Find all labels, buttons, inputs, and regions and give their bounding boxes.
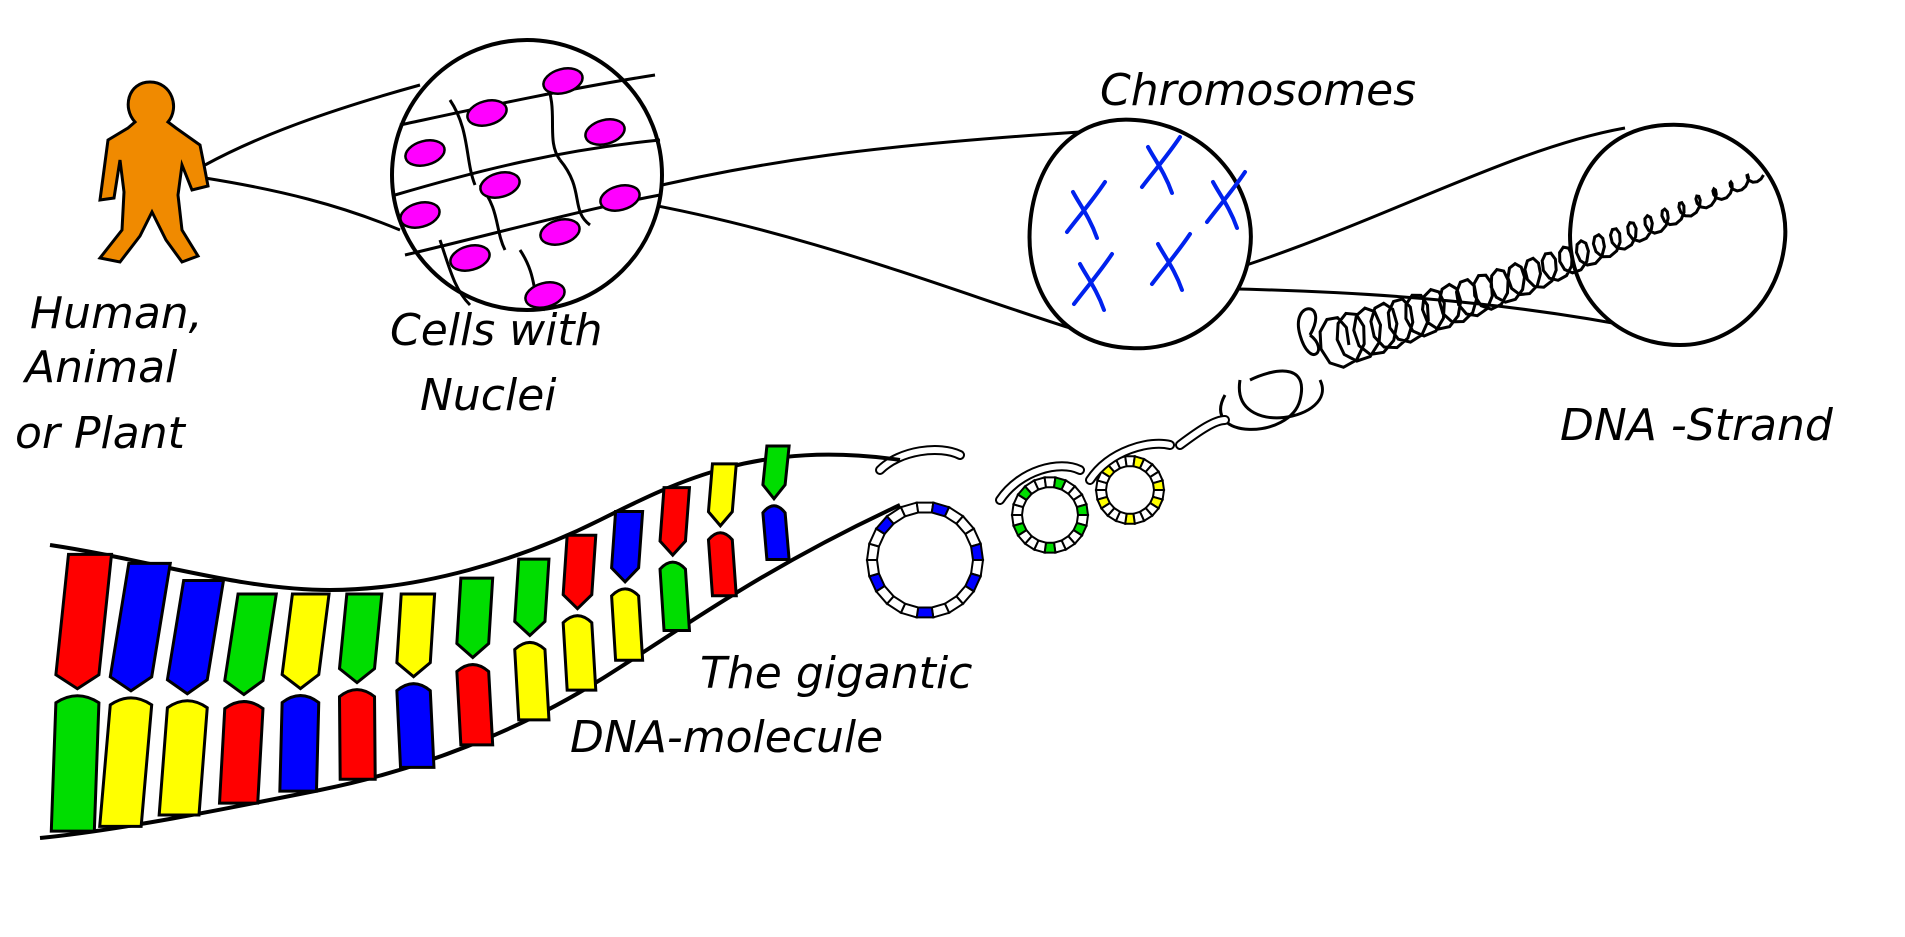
base-top [761, 444, 791, 502]
zoom-line-cell-chromo-top [619, 130, 1081, 197]
ribbon-segment [899, 501, 920, 518]
zoom-line-human-cells-top [204, 83, 421, 167]
dna-strand-magnified-view [1567, 122, 1788, 348]
ribbon-connector-inner [877, 417, 1228, 503]
loop-big [1219, 369, 1304, 431]
nucleus [449, 244, 491, 272]
ribbon-segment [1094, 489, 1109, 501]
base-bottom [98, 696, 154, 828]
chromosome [1065, 180, 1107, 240]
ribbon-segment [969, 542, 985, 561]
label-molecule-line2: DNA-molecule [570, 712, 883, 763]
label-human-line1: Human, [30, 288, 203, 339]
chromosome [1150, 232, 1192, 292]
dna-molecule [39, 444, 901, 840]
ribbon-loops [865, 415, 1230, 619]
zoom-line-human-cells-bottom [204, 176, 401, 232]
labels: Human, Animal or Plant Cells with Nuclei… [15, 65, 1834, 763]
ribbon-segment [930, 602, 951, 619]
base-bottom [706, 531, 738, 598]
base-top [337, 592, 384, 685]
nucleus [584, 118, 626, 146]
label-human-line2: Animal [22, 342, 178, 393]
nucleus [479, 171, 521, 199]
chromosome [1072, 252, 1114, 312]
ribbon-segment [1010, 514, 1025, 527]
nucleus [399, 201, 441, 229]
base-bottom [157, 699, 209, 817]
base-bottom [455, 663, 495, 747]
base-top [513, 557, 551, 638]
base-top [561, 533, 598, 611]
base-top [280, 592, 331, 691]
nuclei [399, 67, 641, 309]
base-top [223, 592, 279, 697]
base-bottom [561, 614, 598, 692]
supercoil-loop-large [1238, 307, 1324, 420]
human-figure [97, 80, 210, 264]
label-human-line3: or Plant [15, 408, 187, 459]
label-dna-strand: DNA -Strand [1560, 400, 1834, 451]
nucleus [539, 218, 581, 246]
ribbon-segment [865, 559, 881, 578]
chromosome [1205, 170, 1247, 230]
base-bottom [513, 640, 551, 722]
label-chromosomes: Chromosomes [1100, 65, 1416, 116]
base-top [395, 592, 437, 679]
base-bottom [278, 694, 321, 793]
zoom-line-cell-chromo-bottom [624, 198, 1071, 330]
base-bottom [610, 587, 645, 662]
chromosome [1140, 135, 1182, 195]
dna-supercoil [1219, 307, 1324, 431]
cells-magnified-view [390, 38, 664, 312]
chromosomes-magnified-view [1027, 117, 1253, 351]
base-top [610, 509, 645, 585]
label-cells-line1: Cells with [390, 305, 603, 356]
human-silhouette [97, 80, 210, 264]
chromosomes-circle [1027, 117, 1253, 351]
base-bottom [217, 700, 265, 805]
chromosomes [1065, 135, 1247, 312]
base-top [706, 462, 738, 529]
base-top [658, 486, 692, 558]
base-bottom [49, 694, 101, 833]
dna-strand-circle [1567, 122, 1788, 348]
base-top [54, 552, 114, 691]
dna-coil [1318, 173, 1765, 369]
base-bottom [337, 688, 377, 781]
base-bottom [761, 504, 791, 561]
nucleus [542, 67, 584, 95]
label-molecule-line1: The gigantic [700, 648, 972, 699]
nucleus [599, 184, 641, 212]
ribbon-segment [1075, 503, 1090, 516]
base-bottom [395, 682, 436, 769]
base-top [165, 579, 226, 696]
dna-base-pairs [49, 444, 791, 833]
nucleus [466, 99, 508, 127]
base-top [455, 576, 495, 660]
nucleus [404, 139, 446, 167]
nucleus [524, 281, 566, 309]
ribbon-segment [915, 501, 935, 514]
base-top [108, 561, 173, 693]
ribbon-segment [915, 606, 935, 619]
ribbon-segment [1151, 479, 1166, 491]
base-bottom [658, 560, 692, 633]
label-cells-line2: Nuclei [420, 370, 557, 421]
